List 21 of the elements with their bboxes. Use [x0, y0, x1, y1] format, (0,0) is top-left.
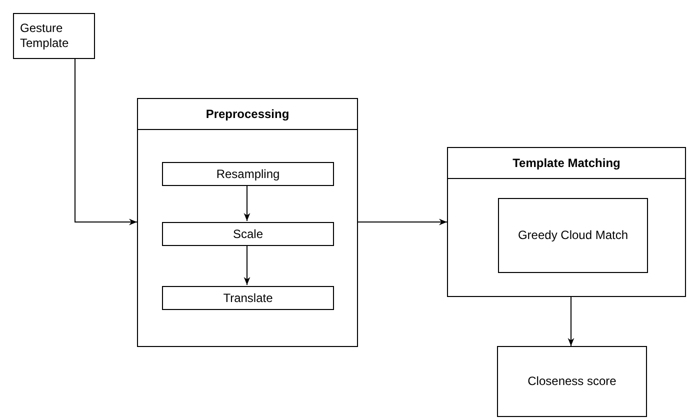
container-title: Template Matching	[448, 148, 685, 179]
arrow	[568, 296, 574, 346]
container-box	[137, 98, 358, 347]
box-label: Greedy Cloud Match	[518, 228, 628, 243]
arrow	[244, 244, 250, 286]
process-box	[13, 13, 95, 59]
box-label: Resampling	[216, 166, 280, 182]
process-box	[162, 162, 334, 186]
box-label: Gesture Template	[20, 21, 70, 51]
box-label: Closeness score	[528, 374, 616, 389]
process-box	[497, 346, 647, 417]
arrow	[74, 58, 138, 226]
arrow	[244, 184, 250, 222]
box-label: Scale	[232, 226, 264, 242]
container-box	[447, 147, 686, 297]
arrow	[358, 218, 448, 226]
process-box	[162, 222, 334, 246]
container-title: Preprocessing	[138, 99, 357, 130]
box-label: Translate	[223, 290, 273, 306]
process-box	[162, 286, 334, 310]
process-box	[498, 198, 648, 273]
